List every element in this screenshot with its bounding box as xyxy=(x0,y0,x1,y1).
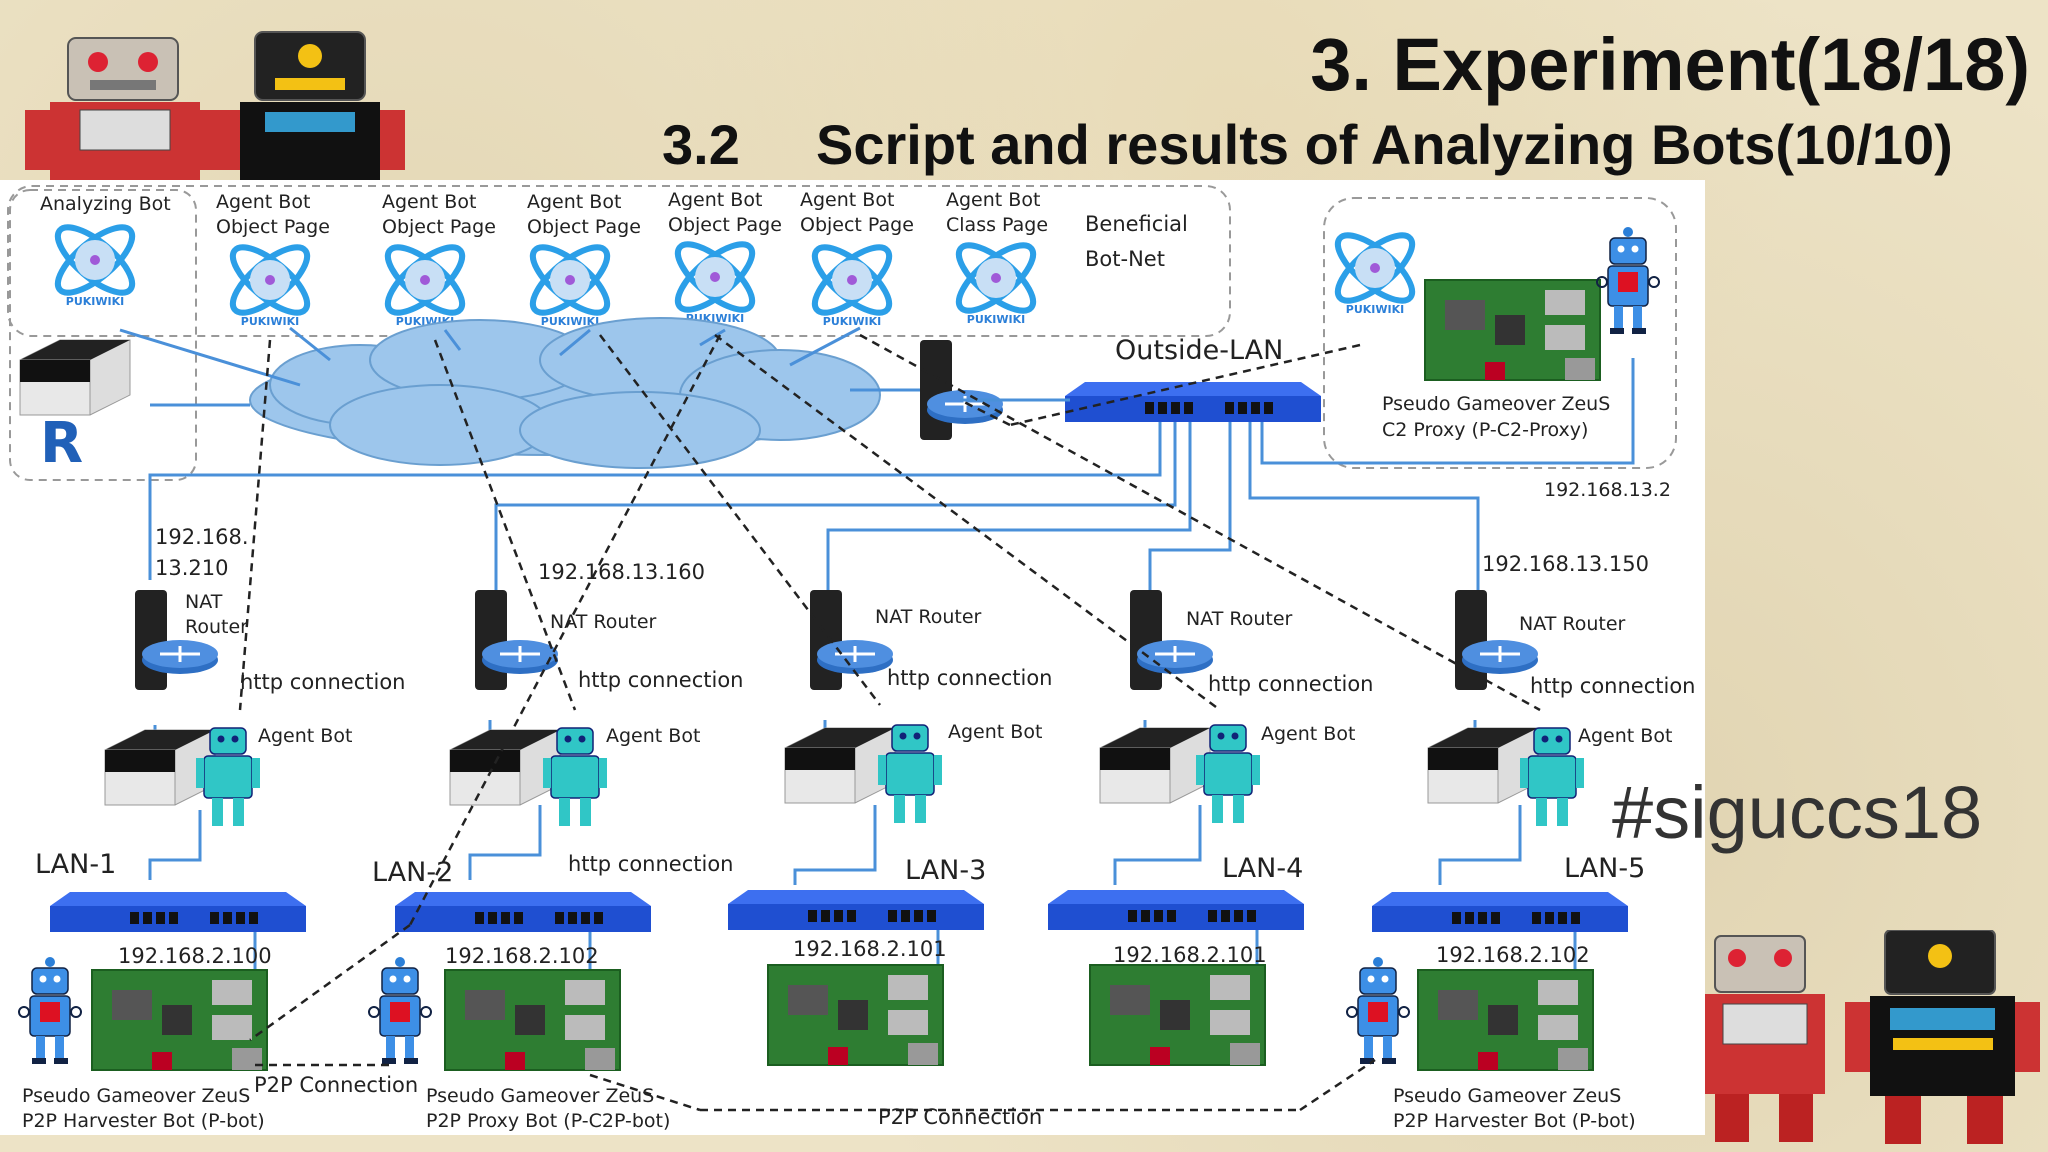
beneficial-label: Beneficial xyxy=(1085,212,1188,236)
c2-proxy-ip: 192.168.13.2 xyxy=(1544,479,1671,501)
router-4-http-label: http connection xyxy=(1208,672,1374,696)
lan-2-http-label: http connection xyxy=(568,852,734,876)
p-bot-1-label-line2: P2P Harvester Bot (P-bot) xyxy=(22,1110,265,1132)
diagram-graphics: PUKIWIKI xyxy=(7,185,1677,1112)
lan-3-ip: 192.168.2.101 xyxy=(793,937,947,961)
lan-4-label: LAN-4 xyxy=(1222,853,1304,884)
lan-2-label: LAN-2 xyxy=(372,857,454,888)
object-page-label-3: Object Page xyxy=(527,216,641,238)
router-5-http-label: http connection xyxy=(1530,674,1696,698)
lan-1-ip: 192.168.2.100 xyxy=(118,944,272,968)
analyzing-bot-label: Analyzing Bot xyxy=(40,193,171,215)
router-3-http-label: http connection xyxy=(887,666,1053,690)
router-5-ip: 192.168.13.150 xyxy=(1482,552,1649,576)
p2p-connection-label-1: P2P Connection xyxy=(254,1073,419,1097)
agent-bot-4-label: Agent Bot xyxy=(1261,723,1356,745)
object-page-label-5: Object Page xyxy=(800,214,914,236)
object-page-label-4: Object Page xyxy=(668,214,782,236)
lan-3-label: LAN-3 xyxy=(905,855,987,886)
lan-2-ip: 192.168.2.102 xyxy=(445,944,599,968)
router-1-ip-line2: 13.210 xyxy=(155,556,229,580)
slide-subtitle: Script and results of Analyzing Bots(10/… xyxy=(816,113,1953,176)
p-c2p-bot-label-line2: P2P Proxy Bot (P-C2P-bot) xyxy=(426,1110,671,1132)
router-1-name-line2: Router xyxy=(185,616,248,638)
agent-bot-5-label: Agent Bot xyxy=(1578,725,1673,747)
agent-bot-2-label: Agent Bot xyxy=(606,725,701,747)
lan-1-label: LAN-1 xyxy=(35,849,117,880)
router-5-name: NAT Router xyxy=(1519,613,1626,635)
robot-decoration-top-left xyxy=(25,31,405,180)
network-diagram: PUKIWIKI xyxy=(0,180,1705,1135)
c2-proxy-label-line1: Pseudo Gameover ZeuS xyxy=(1382,393,1611,415)
p-c2p-bot-label-line1: Pseudo Gameover ZeuS xyxy=(426,1085,655,1107)
agent-bot-label-6: Agent Bot xyxy=(946,189,1041,211)
c2-proxy-label-line2: C2 Proxy (P-C2-Proxy) xyxy=(1382,419,1589,441)
router-4-name: NAT Router xyxy=(1186,608,1293,630)
agent-bot-3-label: Agent Bot xyxy=(948,721,1043,743)
lan-5-ip: 192.168.2.102 xyxy=(1436,943,1590,967)
svg-text:R: R xyxy=(40,411,83,476)
agent-bot-label-4: Agent Bot xyxy=(668,189,763,211)
router-3-name: NAT Router xyxy=(875,606,982,628)
class-page-label: Class Page xyxy=(946,214,1049,236)
p-bot-1-label-line1: Pseudo Gameover ZeuS xyxy=(22,1085,251,1107)
agent-bot-label-1: Agent Bot xyxy=(216,191,311,213)
lan-5-label: LAN-5 xyxy=(1564,853,1646,884)
outside-lan-label: Outside-LAN xyxy=(1115,335,1284,366)
p-bot-2-label-line1: Pseudo Gameover ZeuS xyxy=(1393,1085,1622,1107)
p2p-connection-label-2: P2P Connection xyxy=(878,1105,1043,1129)
agent-bot-label-3: Agent Bot xyxy=(527,191,622,213)
agent-bot-1-label: Agent Bot xyxy=(258,725,353,747)
p-bot-2-label-line2: P2P Harvester Bot (P-bot) xyxy=(1393,1110,1636,1132)
router-1-name-line1: NAT xyxy=(185,591,223,613)
agent-bot-label-5: Agent Bot xyxy=(800,189,895,211)
object-page-label-2: Object Page xyxy=(382,216,496,238)
subtitle-section-number: 3.2 xyxy=(662,113,740,176)
robot-decoration-bottom-right xyxy=(1705,930,2040,1144)
slide-title: 3. Experiment(18/18) xyxy=(1310,23,2030,106)
router-1-http-label: http connection xyxy=(240,670,406,694)
router-2-http-label: http connection xyxy=(578,668,744,692)
router-2-ip: 192.168.13.160 xyxy=(538,560,705,584)
lan-4-ip: 192.168.2.101 xyxy=(1113,943,1267,967)
object-page-label-1: Object Page xyxy=(216,216,330,238)
botnet-label: Bot-Net xyxy=(1085,247,1165,271)
hashtag-label: #siguccs18 xyxy=(1612,771,1983,854)
router-2-name: NAT Router xyxy=(550,611,657,633)
agent-bot-label-2: Agent Bot xyxy=(382,191,477,213)
router-1-ip-line1: 192.168. xyxy=(155,525,249,549)
